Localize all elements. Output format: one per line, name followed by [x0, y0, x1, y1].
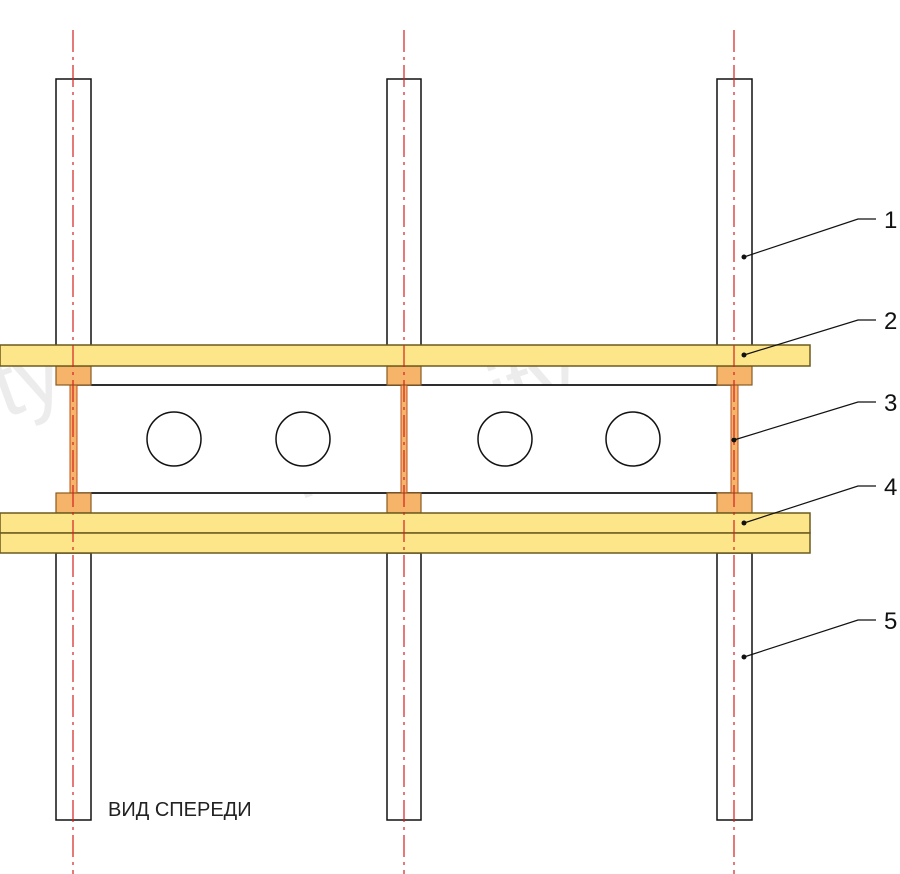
- lower-beam-top: [0, 512, 811, 534]
- upper-posts: [55, 78, 753, 347]
- callout-leader-2: [743, 319, 876, 356]
- callout-number-2: 2: [884, 308, 897, 335]
- callout-dot-3: [731, 437, 737, 443]
- callout-number-3: 3: [884, 390, 897, 417]
- spacer-hole-3: [477, 411, 533, 467]
- lower-beams: [0, 512, 811, 554]
- callout-leader-3: [733, 401, 876, 441]
- callout-leaders: [733, 218, 876, 658]
- upper-beam: [0, 344, 811, 367]
- spacer-hole-2: [275, 411, 331, 467]
- center-lines: [72, 30, 735, 874]
- view-label: ВИД СПЕРЕДИ: [108, 799, 252, 821]
- callout-dot-1: [741, 254, 747, 260]
- callout-leader-5: [743, 619, 876, 658]
- callout-dot-4: [741, 520, 747, 526]
- callout-number-1: 1: [884, 207, 897, 234]
- lower-beam-bottom: [0, 532, 811, 554]
- callout-dot-5: [741, 654, 747, 660]
- callout-dots: [731, 254, 747, 660]
- callout-number-4: 4: [884, 474, 897, 501]
- spacer-hole-4: [605, 411, 661, 467]
- callout-numbers: 1 2 3 4 5: [884, 207, 897, 635]
- callout-leader-1: [743, 218, 876, 258]
- spacer-holes: [146, 411, 661, 467]
- callout-leader-4: [743, 485, 876, 524]
- upper-pads: [55, 365, 753, 386]
- callout-number-5: 5: [884, 608, 897, 635]
- callout-dot-2: [741, 352, 747, 358]
- spacer-hole-1: [146, 411, 202, 467]
